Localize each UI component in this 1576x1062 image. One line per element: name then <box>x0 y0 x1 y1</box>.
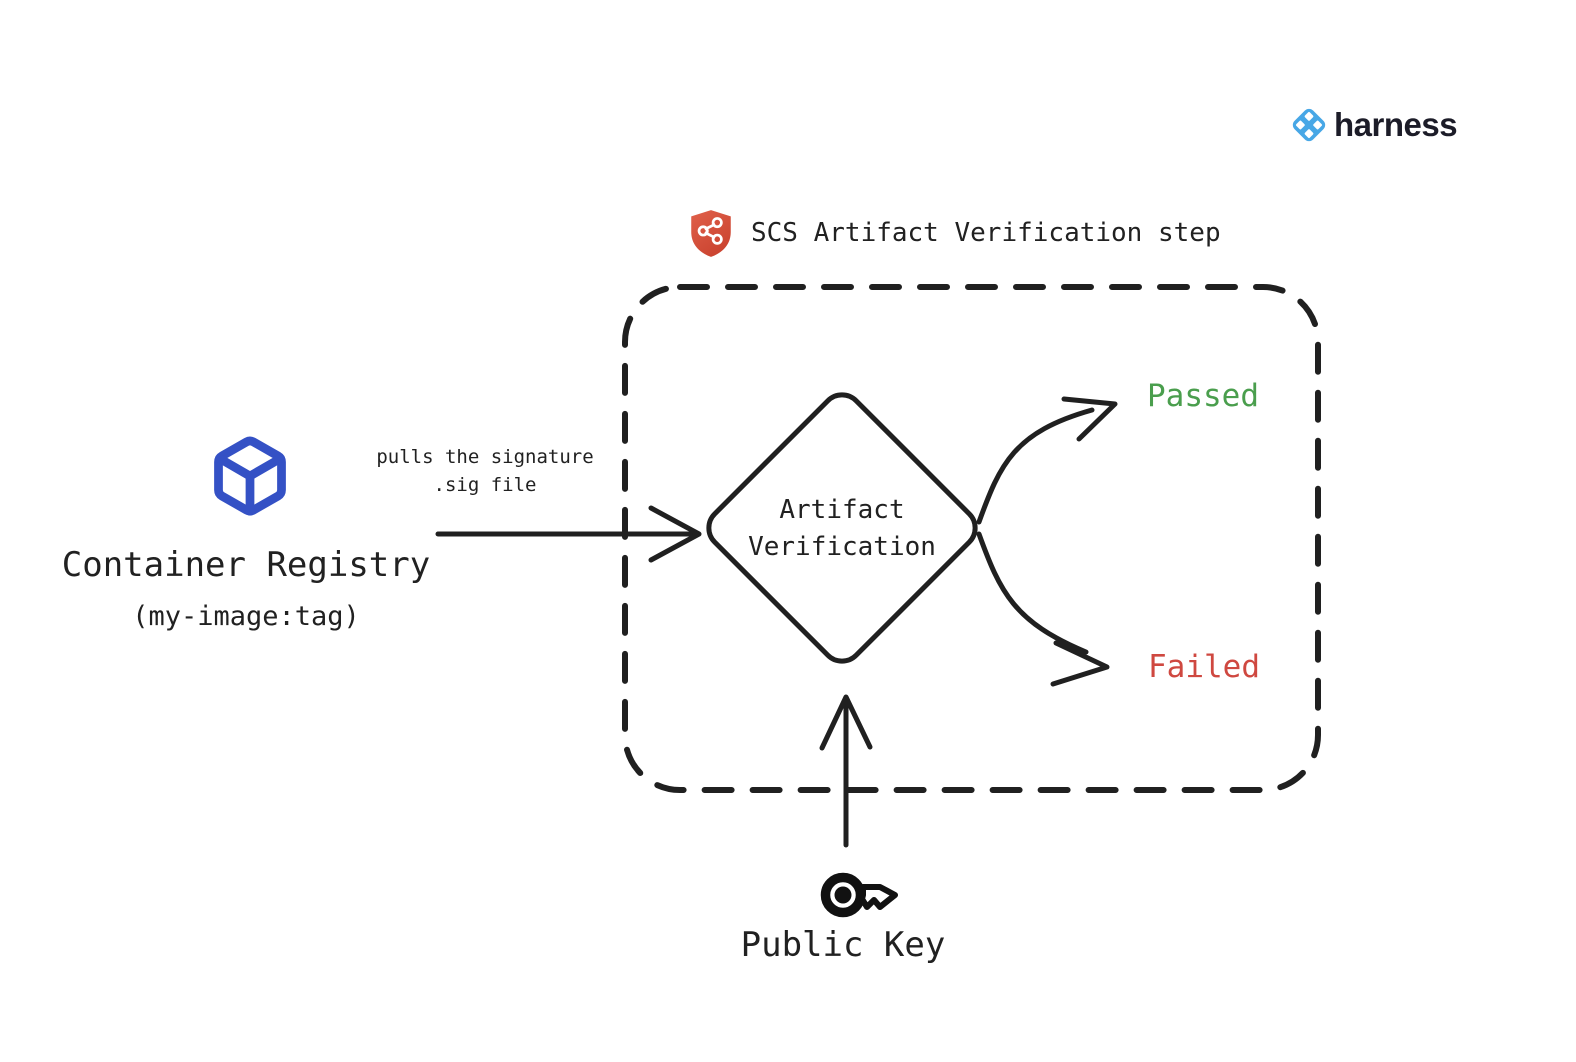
key-icon <box>820 872 898 918</box>
scs-step-title: SCS Artifact Verification step <box>751 218 1221 248</box>
scs-shield-icon <box>691 210 731 257</box>
decision-label-line2: Verification <box>748 532 936 562</box>
pull-arrow-label-line1: pulls the signature <box>376 446 594 468</box>
decision-diamond <box>706 392 978 664</box>
harness-logo-text: harness <box>1334 106 1458 143</box>
failed-arrow <box>976 531 1110 687</box>
public-key-label: Public Key <box>740 925 946 965</box>
passed-arrow <box>976 396 1118 525</box>
step-boundary-dashed-box <box>622 284 1321 793</box>
harness-diamond-icon <box>1292 108 1326 142</box>
passed-label: Passed <box>1147 378 1259 414</box>
failed-label: Failed <box>1148 649 1260 685</box>
scs-step-header: SCS Artifact Verification step <box>686 207 1221 259</box>
pull-arrow-label-line2: .sig file <box>433 474 537 496</box>
container-registry-subtitle: (my-image:tag) <box>132 601 360 632</box>
cube-icon <box>214 436 286 516</box>
container-registry-title: Container Registry <box>61 545 431 585</box>
public-key-arrow <box>819 694 873 848</box>
harness-logo: harness <box>1288 102 1458 148</box>
decision-label-line1: Artifact <box>779 495 905 525</box>
decision-label: Artifact Verification <box>717 492 967 566</box>
pull-arrow-label: pulls the signature .sig file <box>355 443 615 499</box>
pull-arrow <box>435 505 702 563</box>
